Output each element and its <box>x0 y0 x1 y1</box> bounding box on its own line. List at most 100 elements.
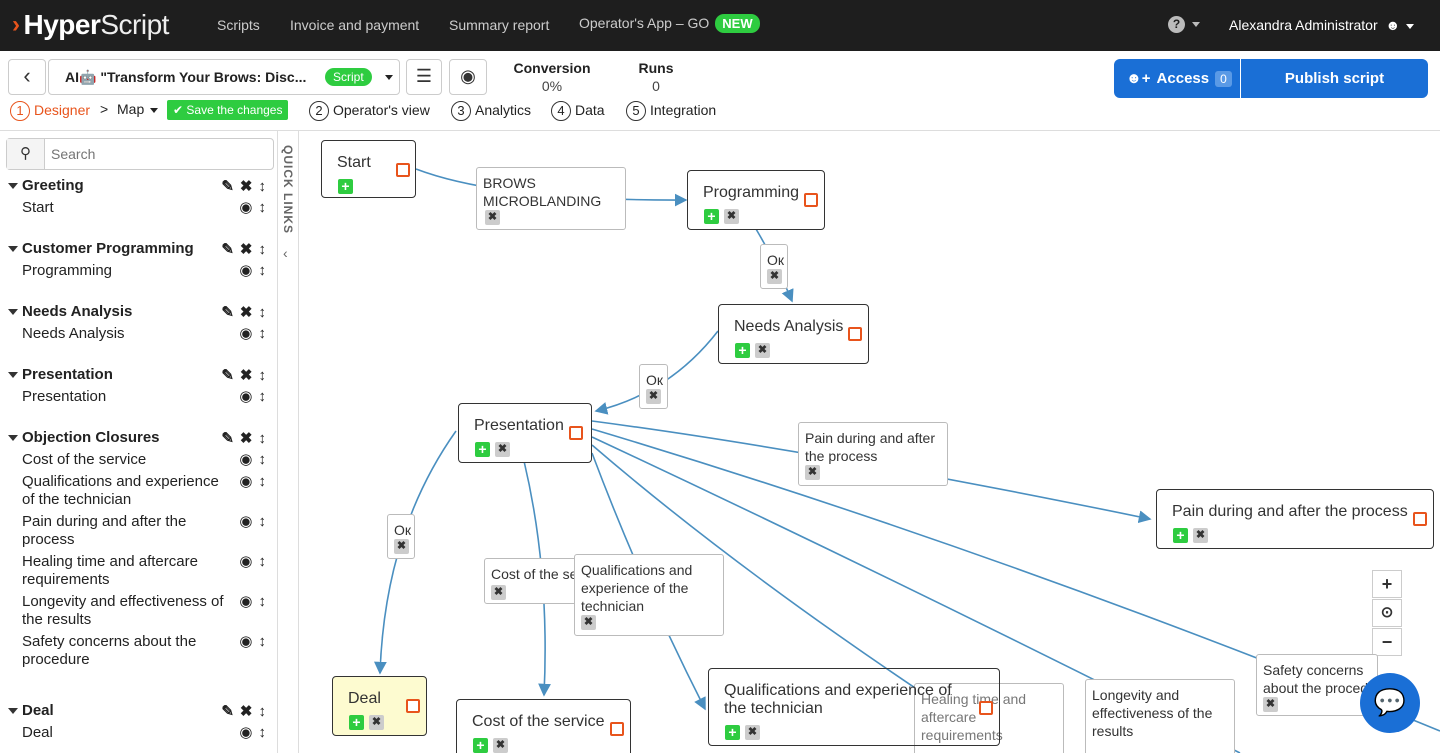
edge-label-longevity[interactable]: Longevity and effectiveness of the resul… <box>1085 679 1235 753</box>
group-title[interactable]: Deal✎✖↕ <box>8 702 270 724</box>
collapse-icon[interactable] <box>8 309 18 316</box>
move-icon[interactable]: ↕ <box>258 325 267 342</box>
delete-icon[interactable]: ✖ <box>1193 528 1208 543</box>
delete-icon[interactable]: ✖ <box>239 304 253 321</box>
map-dropdown[interactable]: Map <box>117 101 159 117</box>
edge-label-pain[interactable]: Pain during and after the process✖ <box>798 422 948 486</box>
help-dropdown-icon[interactable] <box>1192 22 1200 27</box>
eye-icon[interactable]: ◉ <box>239 593 253 610</box>
add-icon[interactable]: + <box>475 442 490 457</box>
checkbox-icon[interactable] <box>396 163 410 177</box>
nav-invoice[interactable]: Invoice and payment <box>290 17 420 33</box>
edge-label-ok-1[interactable]: Ок✖ <box>760 244 788 289</box>
eye-icon[interactable]: ◉ <box>239 199 253 216</box>
checkbox-icon[interactable] <box>979 701 993 715</box>
move-icon[interactable]: ↕ <box>258 451 267 468</box>
move-icon[interactable]: ↕ <box>258 178 267 195</box>
collapse-icon[interactable] <box>8 435 18 442</box>
list-item[interactable]: Longevity and effectiveness of the resul… <box>8 593 270 629</box>
collapse-icon[interactable] <box>8 246 18 253</box>
move-icon[interactable]: ↕ <box>258 430 267 447</box>
delete-icon[interactable]: ✖ <box>239 367 253 384</box>
target-icon[interactable]: ◉ <box>449 59 487 95</box>
edit-icon[interactable]: ✎ <box>221 430 234 447</box>
edge-label-ok-2[interactable]: Ок✖ <box>639 364 668 409</box>
edge-label-brows[interactable]: BROWS MICROBLANDING✖ <box>476 167 626 230</box>
back-button[interactable]: ‹ <box>8 59 46 95</box>
chat-bubble-icon[interactable]: 💬 <box>1360 673 1420 733</box>
collapse-icon[interactable] <box>8 708 18 715</box>
eye-icon[interactable]: ◉ <box>239 388 253 405</box>
eye-icon[interactable]: ◉ <box>239 724 253 741</box>
group-title[interactable]: Greeting✎✖↕ <box>8 177 270 199</box>
delete-icon[interactable]: ✖ <box>581 615 596 630</box>
collapse-icon[interactable] <box>8 372 18 379</box>
publish-script-button[interactable]: Publish script <box>1241 59 1428 98</box>
group-title[interactable]: Presentation✎✖↕ <box>8 366 270 388</box>
delete-icon[interactable]: ✖ <box>369 715 384 730</box>
zoom-out-button[interactable]: − <box>1372 628 1402 656</box>
quick-links-panel[interactable]: QUICK LINKS ‹ <box>278 131 299 753</box>
zoom-in-button[interactable]: + <box>1372 570 1402 598</box>
eye-icon[interactable]: ◉ <box>239 553 253 570</box>
group-title[interactable]: Customer Programming✎✖↕ <box>8 240 270 262</box>
user-menu[interactable]: Alexandra Administrator ☻ <box>1229 17 1415 33</box>
checkbox-icon[interactable] <box>569 426 583 440</box>
move-icon[interactable]: ↕ <box>258 367 267 384</box>
edit-icon[interactable]: ✎ <box>221 304 234 321</box>
move-icon[interactable]: ↕ <box>258 241 267 258</box>
logo[interactable]: ›HyperScript <box>12 9 169 41</box>
delete-icon[interactable]: ✖ <box>646 389 661 404</box>
edit-icon[interactable]: ✎ <box>221 178 234 195</box>
move-icon[interactable]: ↕ <box>258 473 267 490</box>
edit-icon[interactable]: ✎ <box>221 367 234 384</box>
move-icon[interactable]: ↕ <box>258 593 267 610</box>
delete-icon[interactable]: ✖ <box>485 210 500 225</box>
add-icon[interactable]: + <box>704 209 719 224</box>
delete-icon[interactable]: ✖ <box>724 209 739 224</box>
add-icon[interactable]: + <box>1173 528 1188 543</box>
node-programming[interactable]: Programming+✖ <box>687 170 825 230</box>
edge-label-cost[interactable]: Cost of the se✖ <box>484 558 582 604</box>
move-icon[interactable]: ↕ <box>258 262 267 279</box>
checkbox-icon[interactable] <box>1413 512 1427 526</box>
checkbox-icon[interactable] <box>804 193 818 207</box>
delete-icon[interactable]: ✖ <box>1263 697 1278 712</box>
move-icon[interactable]: ↕ <box>258 553 267 570</box>
delete-icon[interactable]: ✖ <box>394 539 409 554</box>
list-item[interactable]: Programming◉↕ <box>8 262 270 280</box>
list-item[interactable]: Healing time and aftercare requirements◉… <box>8 553 270 589</box>
list-item[interactable]: Deal◉↕ <box>8 724 270 742</box>
zoom-reset-button[interactable]: ⊙ <box>1372 599 1402 627</box>
node-cost[interactable]: Cost of the service+✖ <box>456 699 631 753</box>
help-icon[interactable]: ? <box>1168 16 1185 33</box>
edge-label-qual[interactable]: Qualifications and experience of the tec… <box>574 554 724 636</box>
delete-icon[interactable]: ✖ <box>745 725 760 740</box>
eye-icon[interactable]: ◉ <box>239 513 253 530</box>
group-title[interactable]: Objection Closures✎✖↕ <box>8 429 270 451</box>
node-needs-analysis[interactable]: Needs Analysis+✖ <box>718 304 869 364</box>
delete-icon[interactable]: ✖ <box>239 241 253 258</box>
edit-icon[interactable]: ✎ <box>221 703 234 720</box>
delete-icon[interactable]: ✖ <box>767 269 782 284</box>
edge-label-ok-3[interactable]: Ок✖ <box>387 514 415 559</box>
flow-canvas[interactable]: Start+ BROWS MICROBLANDING✖ Programming+… <box>300 131 1440 753</box>
node-presentation[interactable]: Presentation+✖ <box>458 403 592 463</box>
list-item[interactable]: Safety concerns about the procedure◉↕ <box>8 633 270 669</box>
nav-scripts[interactable]: Scripts <box>217 17 260 33</box>
node-pain[interactable]: Pain during and after the process+✖ <box>1156 489 1434 549</box>
add-icon[interactable]: + <box>473 738 488 753</box>
collapse-icon[interactable] <box>8 183 18 190</box>
eye-icon[interactable]: ◉ <box>239 473 253 490</box>
delete-icon[interactable]: ✖ <box>495 442 510 457</box>
eye-icon[interactable]: ◉ <box>239 262 253 279</box>
move-icon[interactable]: ↕ <box>258 703 267 720</box>
delete-icon[interactable]: ✖ <box>805 465 820 480</box>
move-icon[interactable]: ↕ <box>258 724 267 741</box>
